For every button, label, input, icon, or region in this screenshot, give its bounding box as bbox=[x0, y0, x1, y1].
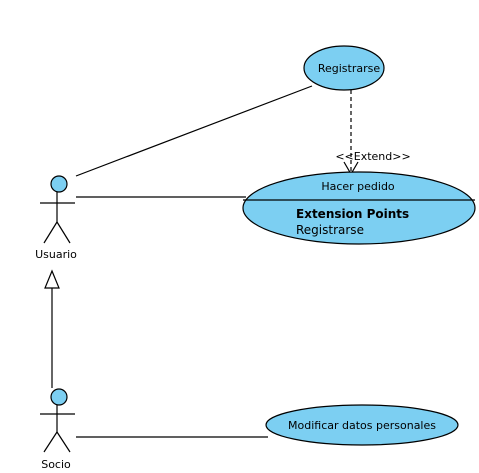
association-usuario-registrarse bbox=[75, 85, 313, 177]
extend-label: <<Extend>> bbox=[335, 150, 410, 163]
extension-point-registrarse: Registrarse bbox=[296, 223, 364, 237]
usecase-modificar-datos[interactable]: Modificar datos personales bbox=[265, 404, 459, 446]
actor-usuario-head bbox=[50, 175, 68, 193]
usecase-hacer-pedido-label: Hacer pedido bbox=[321, 180, 395, 193]
extension-points-title: Extension Points bbox=[296, 207, 409, 221]
actor-usuario[interactable]: Usuario bbox=[35, 175, 77, 261]
usecase-modificar-datos-label: Modificar datos personales bbox=[288, 419, 436, 432]
actor-socio[interactable]: Socio bbox=[40, 388, 75, 471]
usecase-registrarse-label: Registrarse bbox=[318, 62, 381, 75]
actor-socio-head bbox=[50, 388, 68, 406]
actor-socio-label: Socio bbox=[41, 458, 71, 471]
generalization-arrowhead bbox=[44, 269, 60, 289]
usecase-registrarse[interactable]: Registrarse bbox=[303, 45, 385, 91]
usecase-hacer-pedido[interactable]: Hacer pedido Extension Points Registrars… bbox=[242, 171, 476, 245]
actor-usuario-label: Usuario bbox=[35, 248, 77, 261]
